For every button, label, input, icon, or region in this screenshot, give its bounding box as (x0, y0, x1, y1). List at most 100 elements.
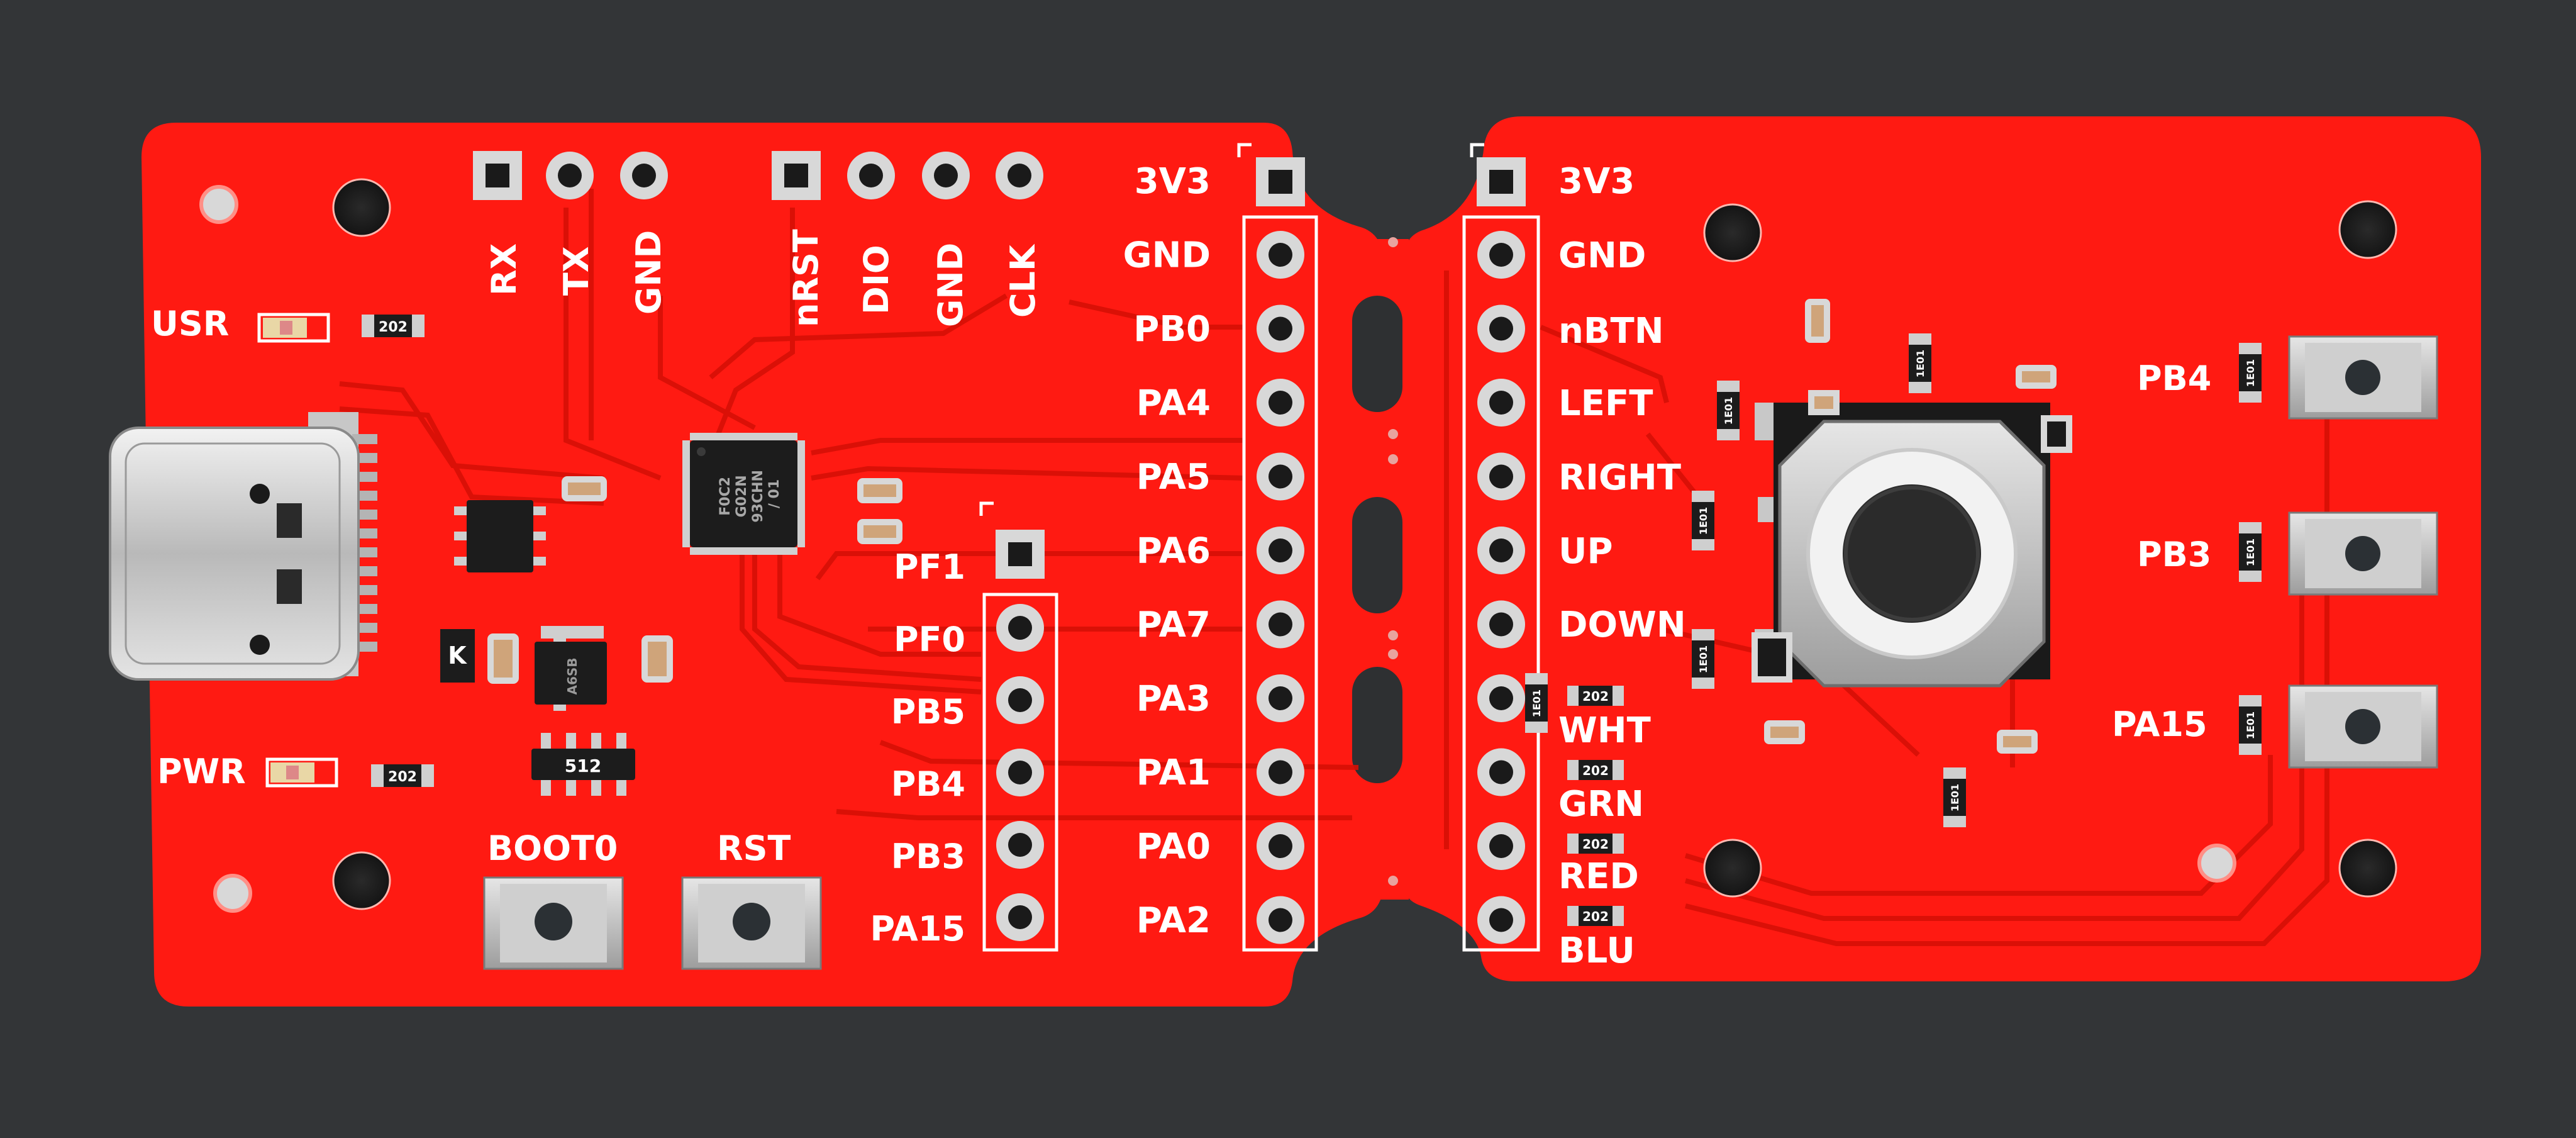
resistor: 1E01 (1943, 767, 1966, 827)
resistor-code: 202 (379, 320, 408, 335)
pin-label: PB3 (891, 837, 965, 876)
fiducial (213, 874, 252, 913)
mouse-bite-slot-3 (1352, 667, 1402, 783)
copper-traces (339, 189, 2329, 946)
led-pwr (265, 757, 338, 788)
header-pin-hole (1489, 760, 1513, 784)
pin-label: PA3 (1136, 679, 1211, 720)
silk-label-tx: TX (557, 247, 596, 296)
pin-label: PA1 (1136, 752, 1211, 793)
pin-label: RED (1558, 856, 1639, 897)
header-pin-hole (1489, 316, 1513, 341)
resistor: 202 (371, 764, 434, 787)
resistor-code: 1E01 (1723, 397, 1735, 425)
mcu-marking-line: 93CHN (750, 470, 766, 523)
resistor-code: 1E01 (1697, 507, 1709, 535)
resistor: 1E01 (2239, 695, 2262, 755)
silk-label-usr: USR (151, 304, 229, 343)
header-pin-hole (1269, 908, 1292, 932)
silk-label-pb3: PB3 (2137, 535, 2211, 574)
resistor-code: 1E01 (1914, 350, 1926, 377)
pin-label: RIGHT (1558, 457, 1681, 498)
silk-label-gnd: GND (629, 230, 669, 315)
resistor: 1E01 (1525, 673, 1548, 733)
resistor: 202 (1567, 686, 1624, 706)
pin-label: PA2 (1136, 900, 1211, 941)
pin-label: 3V3 (1135, 161, 1211, 202)
header-pin-hole (1269, 464, 1292, 489)
fiducial (199, 185, 238, 224)
sot-chip (454, 500, 546, 572)
header-pin-hole (1269, 391, 1292, 415)
resistor: 202 (1567, 906, 1624, 926)
regulator-marking: A6SB (565, 657, 580, 695)
rst-button[interactable] (681, 876, 822, 970)
pin-label: GND (1123, 235, 1211, 276)
header-pin-hole (1489, 834, 1513, 858)
pb3-button[interactable] (2288, 511, 2438, 596)
pin-label: nBTN (1558, 311, 1664, 352)
left-small-header-pins (996, 604, 1044, 941)
silk-label-pb4: PB4 (2137, 359, 2211, 398)
silk-label-dio: DIO (857, 245, 896, 315)
header-pin-hole (1489, 908, 1513, 932)
mounting-holes (199, 178, 2397, 913)
resistor-code: 202 (1582, 689, 1609, 704)
right-header-pins (1477, 231, 1525, 944)
resistor: 202 (362, 315, 425, 337)
header-pin-hole (1489, 243, 1513, 267)
right-header (1462, 143, 1540, 952)
resistor: 1E01 (1717, 381, 1740, 440)
pin-label: 3V3 (1558, 161, 1635, 202)
pin-label: PA5 (1136, 457, 1211, 498)
left-board-silkscreen: USR PWR BOOT0 RST RX TX GND nRST DIO GND… (151, 229, 1043, 868)
left-board (142, 123, 1384, 1007)
mcu-marking-line: F0C2 (718, 477, 733, 516)
pin-label: PA7 (1136, 605, 1211, 645)
header-pin-hole (1008, 761, 1032, 784)
mouse-bite-slot-1 (1352, 296, 1402, 412)
pin-label: PF1 (894, 547, 965, 587)
header-pin-hole (1008, 688, 1032, 712)
pin-label: PF0 (894, 620, 965, 659)
pin-label: GND (1558, 235, 1646, 276)
pin-label: DOWN (1558, 605, 1686, 645)
resistor: 1E01 (2239, 343, 2262, 403)
boot0-button[interactable] (483, 876, 624, 970)
usb-c-connector (109, 412, 377, 681)
pin-label: BLU (1558, 930, 1635, 971)
resistor-code: 1E01 (2245, 711, 2257, 739)
pin-label: PB4 (891, 764, 965, 804)
resistor: 1E01 (1692, 491, 1714, 550)
pin-label: GRN (1558, 784, 1644, 825)
mounting-hole (2338, 839, 2397, 898)
header-pin-hole (1489, 391, 1513, 415)
regulator-chip: A6SB (535, 626, 607, 711)
header-pin-hole (1489, 686, 1513, 710)
header-pin-hole (1008, 905, 1032, 929)
joystick (1755, 403, 2050, 688)
header-pin-hole (1489, 538, 1513, 562)
pb4-button[interactable] (2288, 335, 2438, 420)
resistor-code: 1E01 (1531, 689, 1543, 717)
resistor: 202 (1567, 760, 1624, 780)
header-pin-hole (1269, 834, 1292, 858)
pin-label: PA15 (870, 909, 965, 949)
resistor: 1E01 (1692, 629, 1714, 689)
main-header (1237, 143, 1318, 952)
mcu-chip: F0C2 G02N 93CHN / 01 (682, 433, 805, 555)
resistor-code: 202 (1582, 909, 1609, 924)
header-pin-hole (1008, 616, 1032, 640)
pin-label: PA4 (1136, 383, 1211, 424)
silk-label-rx: RX (484, 243, 524, 296)
mouse-bite-slot-2 (1352, 497, 1402, 613)
header-pin-hole (1269, 760, 1292, 784)
resistor-code: 1E01 (2245, 538, 2257, 566)
mounting-hole (332, 851, 391, 910)
mounting-hole (1703, 203, 1762, 262)
pa15-button[interactable] (2288, 684, 2438, 769)
resistor-code: 1E01 (1697, 645, 1709, 673)
